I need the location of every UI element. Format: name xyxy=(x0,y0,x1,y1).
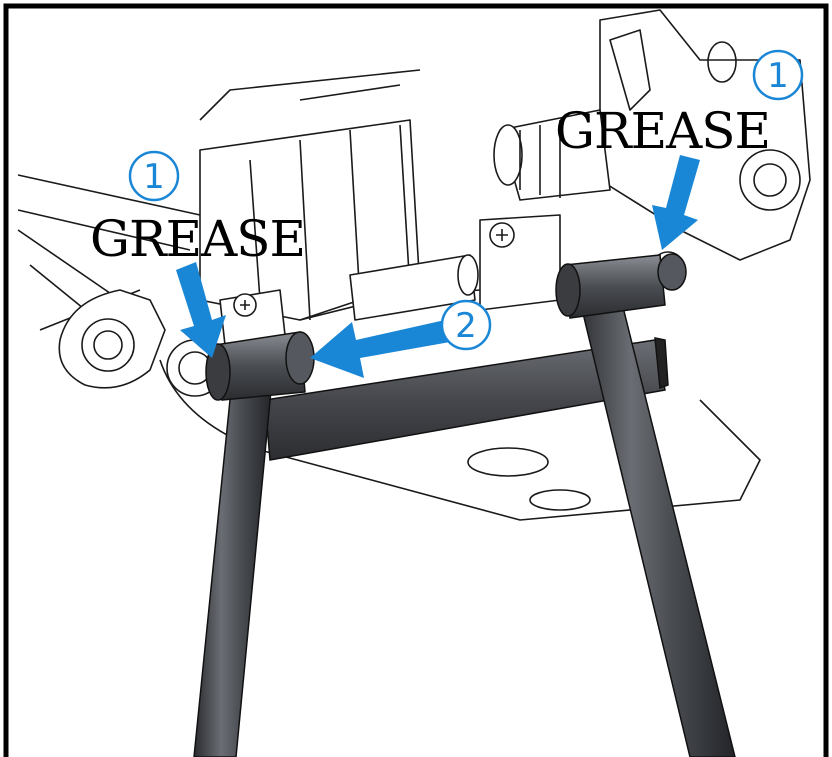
blue-arrow-icon xyxy=(310,320,450,378)
step-badge-right: 1 xyxy=(752,49,804,101)
grease-label-left: GREASE xyxy=(90,210,305,268)
step-number-2: 2 xyxy=(455,306,477,346)
circled-number-icon xyxy=(128,150,180,202)
grease-label-right: GREASE xyxy=(555,102,770,160)
grease-arrows xyxy=(176,155,700,378)
blue-arrow-icon xyxy=(652,155,700,250)
circled-number-icon xyxy=(752,49,804,101)
stand-left-leg xyxy=(193,379,273,757)
circled-number-icon xyxy=(440,299,492,351)
center-stand xyxy=(193,253,736,757)
frame-border xyxy=(3,3,829,757)
step-number-1-right: 1 xyxy=(767,56,789,96)
blue-arrow-icon xyxy=(176,262,226,358)
step-badge-left: 1 xyxy=(128,150,180,202)
stand-cross-bar xyxy=(264,339,666,461)
step-badge-2: 2 xyxy=(440,299,492,351)
step-number-1-left: 1 xyxy=(143,157,165,197)
